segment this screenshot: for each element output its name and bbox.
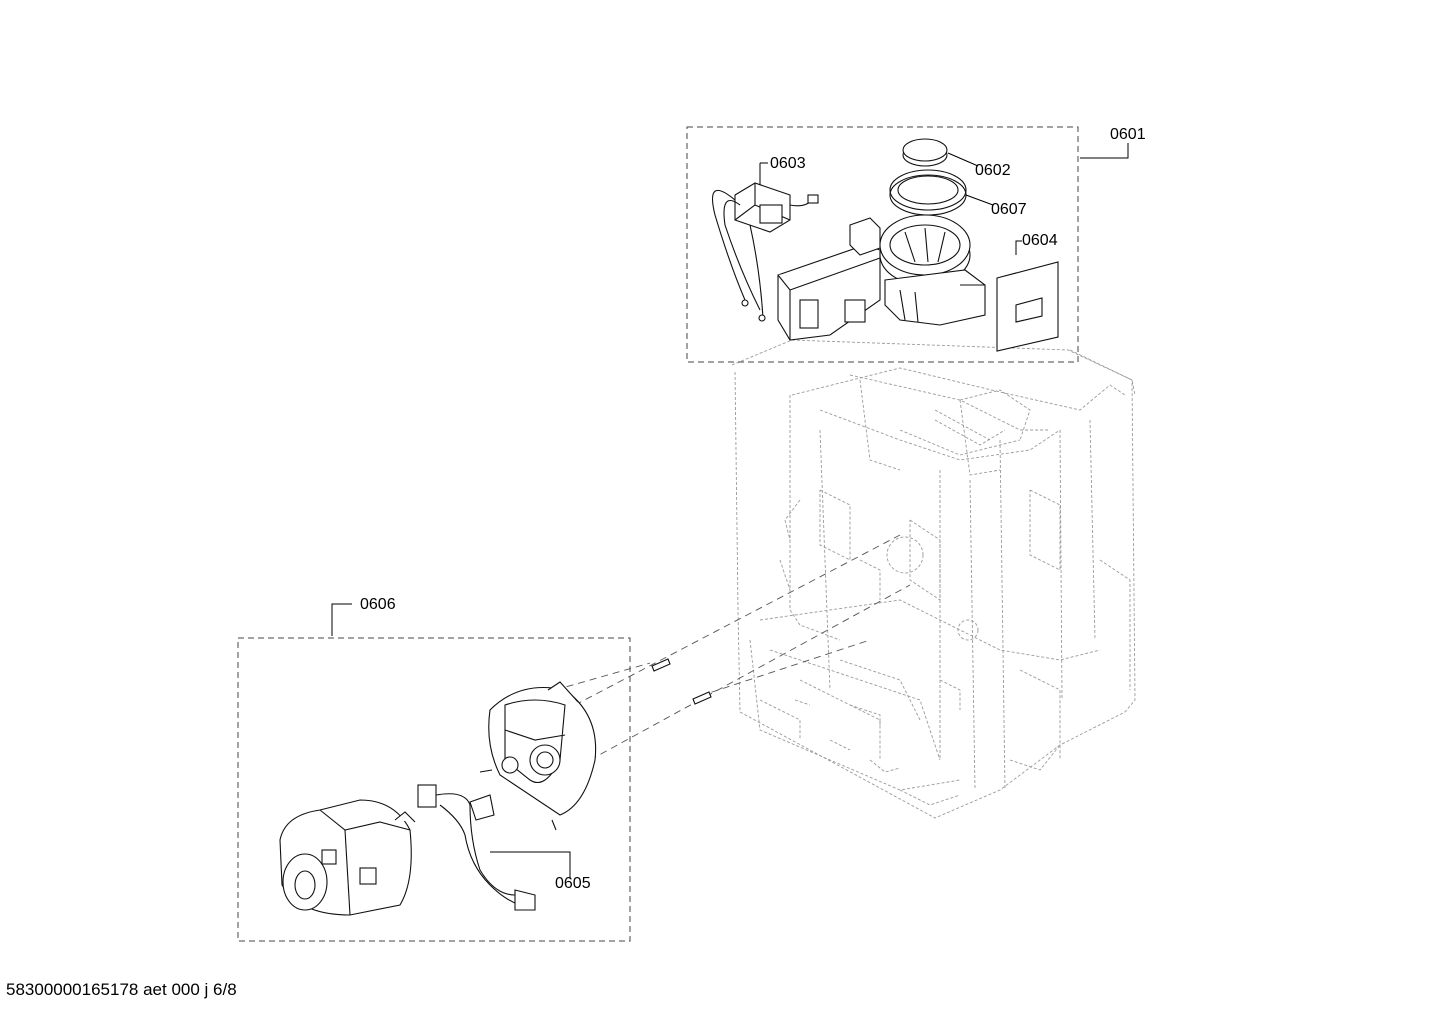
gear-motor-icon [279,799,416,916]
group-box-0601 [686,126,1079,363]
leader-0606 [331,603,352,636]
grinder-body-icon [777,214,986,341]
part-label-0602: 0602 [975,162,1011,179]
leader-0601 [1080,143,1129,159]
leader-0602 [947,152,979,167]
part-label-0607: 0607 [991,201,1027,218]
document-footer: 58300000165178 aet 000 j 6/8 [6,980,237,999]
part-label-0604: 0604 [1022,232,1058,249]
leader-0604 [1015,240,1022,255]
part-label-0601: 0601 [1110,126,1146,143]
group-box-0606 [237,637,631,942]
sensor-coil-0603-icon [711,182,819,322]
leader-0605 [490,851,571,878]
cap-0602-icon [902,138,948,167]
cover-plate-0604-icon [996,261,1059,352]
part-label-0605: 0605 [555,875,591,892]
part-label-0606: 0606 [360,596,396,613]
part-label-0603: 0603 [770,155,806,172]
machine-frame-ghost [731,339,1136,819]
screw-icon [651,658,712,705]
motor-housing-icon [479,681,597,831]
wire-harness-0605-icon [417,784,536,911]
ring-0607-icon [889,169,967,216]
leader-0607 [965,194,994,206]
assembly-lines [554,534,911,761]
